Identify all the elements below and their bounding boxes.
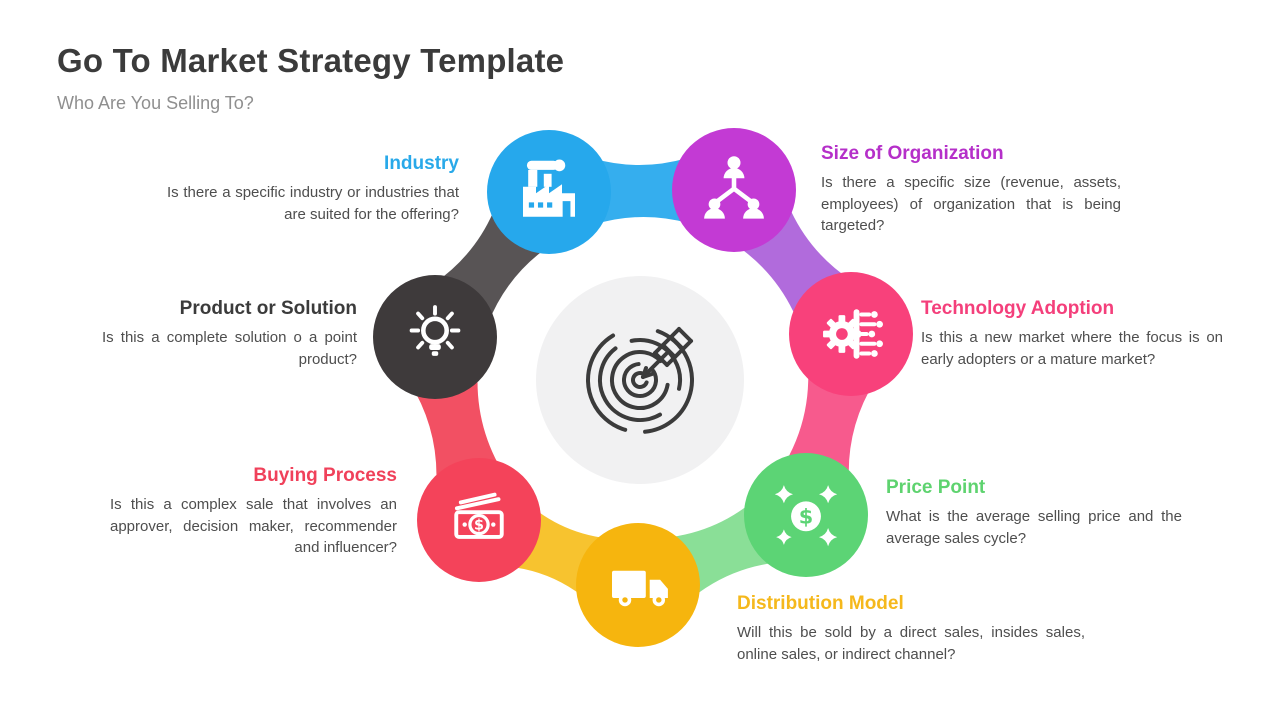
dollar-sparkle-icon: $ xyxy=(774,485,838,547)
node-buying-process: $ xyxy=(417,458,541,582)
callout-industry-description: Is there a specific industry or industri… xyxy=(167,184,459,223)
factory-icon xyxy=(523,159,575,217)
slide-subtitle: Who Are You Selling To? xyxy=(57,93,254,113)
callout-industry-title: Industry xyxy=(384,153,459,174)
circuit-gear-icon xyxy=(823,309,883,359)
callout-size-of-organization-description: Is there a specific size (revenue, asset… xyxy=(821,174,1121,234)
lightbulb-icon xyxy=(409,305,461,356)
callout-distribution-model: Distribution Model Will this be sold by … xyxy=(737,593,1085,665)
node-distribution-model xyxy=(576,523,700,647)
callout-buying-process-description: Is this a complex sale that involves an … xyxy=(110,496,397,556)
svg-text:$: $ xyxy=(799,504,813,528)
callout-distribution-model-title: Distribution Model xyxy=(737,593,904,614)
callout-size-of-organization-title: Size of Organization xyxy=(821,143,1004,164)
callout-technology-adoption-title: Technology Adoption xyxy=(921,298,1115,319)
callout-product-or-solution-description: Is this a complete solution o a point pr… xyxy=(102,329,357,368)
node-product-or-solution xyxy=(373,275,497,399)
money-bill-icon: $ xyxy=(454,492,504,539)
callout-price-point-title: Price Point xyxy=(886,477,986,498)
callout-price-point-description: What is the average selling price and th… xyxy=(886,508,1182,547)
callout-technology-adoption-description: Is this a new market where the focus is … xyxy=(921,329,1223,368)
callout-buying-process-title: Buying Process xyxy=(253,465,397,486)
callout-size-of-organization: Size of Organization Is there a specific… xyxy=(821,143,1121,237)
node-price-point: $ xyxy=(744,453,868,577)
callout-buying-process: Buying Process Is this a complex sale th… xyxy=(110,465,397,559)
hub-node xyxy=(536,276,744,484)
node-industry xyxy=(487,130,611,254)
node-size-of-organization xyxy=(672,128,796,252)
callout-industry: Industry Is there a specific industry or… xyxy=(167,153,459,225)
svg-text:$: $ xyxy=(474,518,484,534)
callout-product-or-solution-title: Product or Solution xyxy=(179,298,357,319)
target-arrow-icon xyxy=(586,326,694,434)
node-technology-adoption xyxy=(789,272,913,396)
callout-technology-adoption: Technology Adoption Is this a new market… xyxy=(921,298,1223,370)
callout-distribution-model-description: Will this be sold by a direct sales, ins… xyxy=(737,624,1085,663)
slide-header: Go To Market Strategy Template Who Are Y… xyxy=(57,42,564,114)
truck-icon xyxy=(612,570,668,607)
callout-product-or-solution: Product or Solution Is this a complete s… xyxy=(102,298,357,370)
org-chart-icon xyxy=(704,156,764,219)
callout-price-point: Price Point What is the average selling … xyxy=(886,477,1182,549)
slide-title: Go To Market Strategy Template xyxy=(57,42,565,79)
